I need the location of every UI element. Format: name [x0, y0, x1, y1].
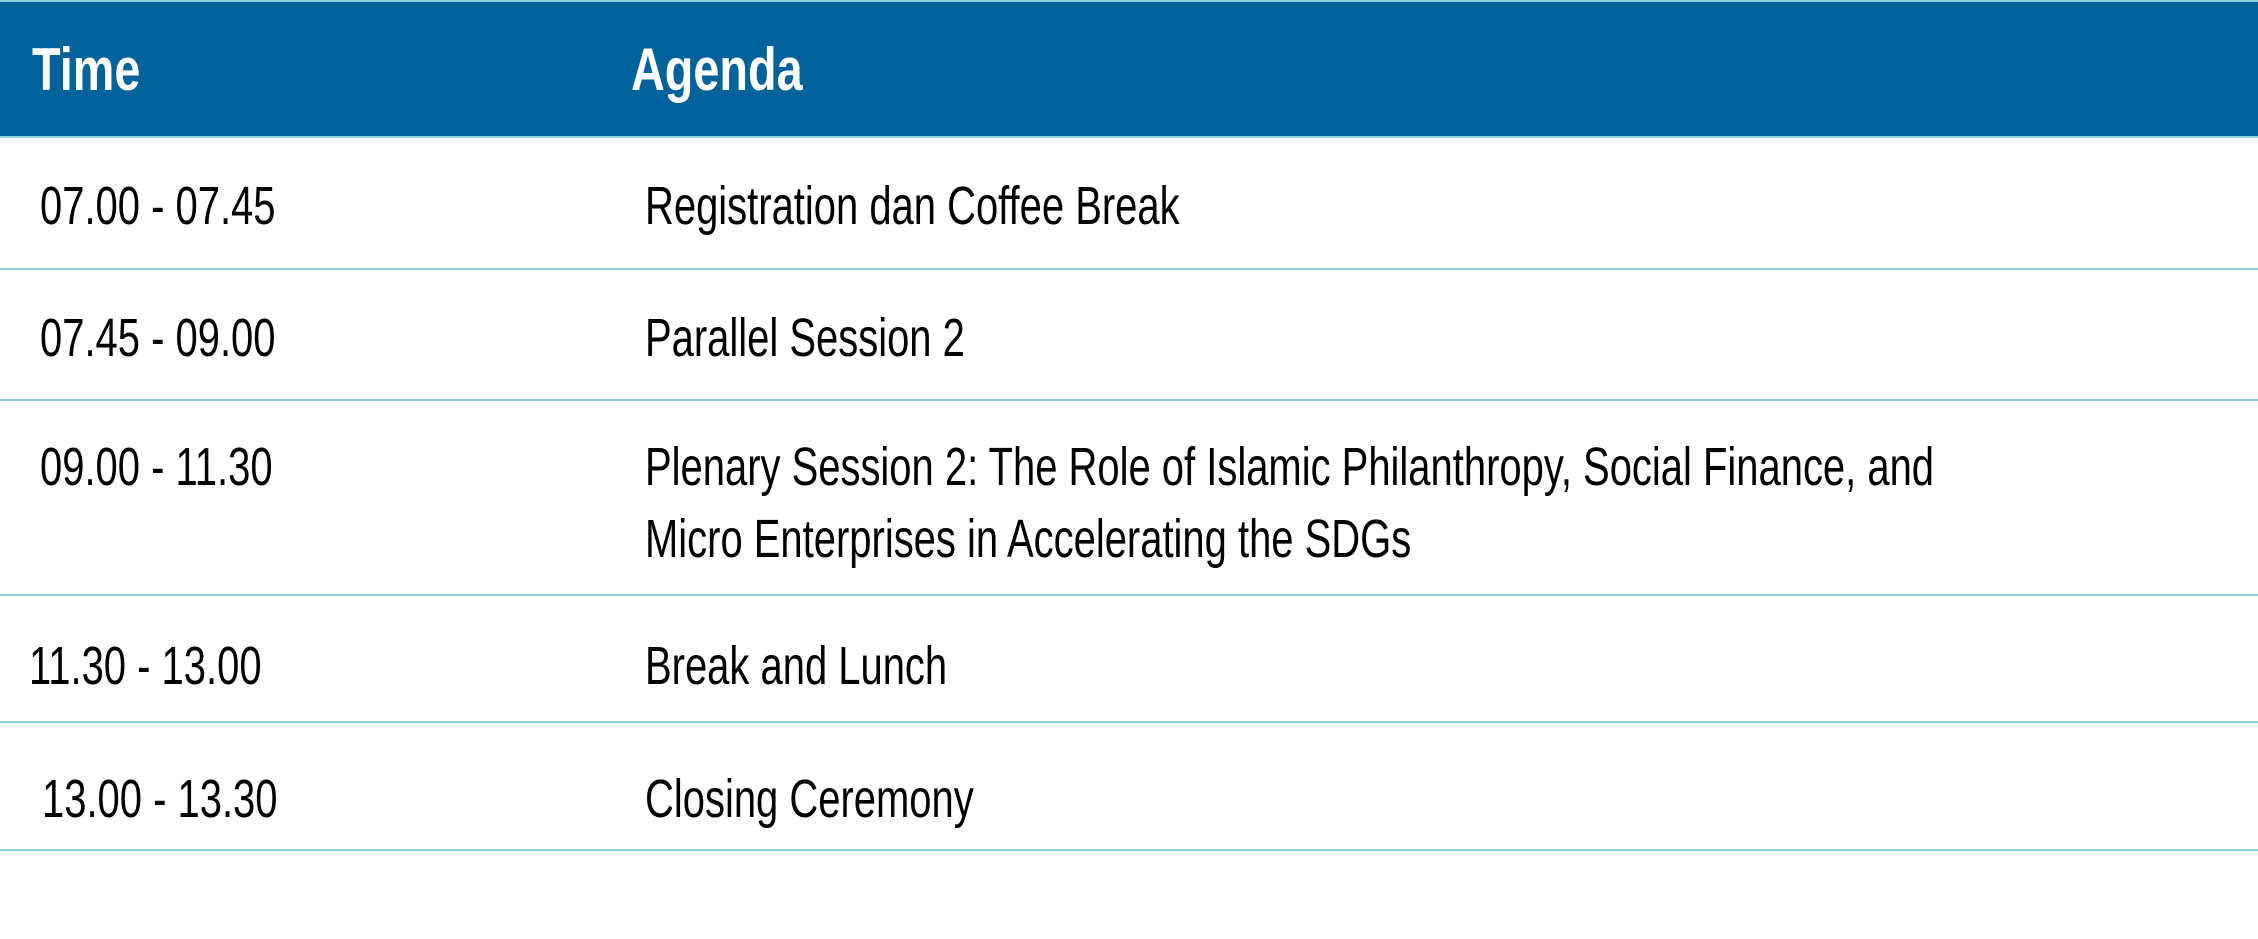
- time-cell: 13.00 - 13.30: [42, 769, 278, 829]
- agenda-cell: Plenary Session 2: The Role of Islamic P…: [645, 437, 1935, 569]
- time-cell: 11.30 - 13.00: [29, 636, 262, 696]
- table-row: 11.30 - 13.00 Break and Lunch: [0, 596, 2258, 723]
- header-time: Time: [32, 36, 141, 103]
- table-row: 07.00 - 07.45 Registration dan Coffee Br…: [0, 138, 2258, 270]
- table-header: Time Agenda: [0, 2, 2258, 138]
- agenda-cell: Break and Lunch: [645, 636, 948, 696]
- header-agenda: Agenda: [631, 36, 803, 103]
- table-row: 09.00 - 11.30 Plenary Session 2: The Rol…: [0, 401, 2258, 596]
- time-cell: 07.00 - 07.45: [40, 176, 276, 236]
- agenda-cell: Parallel Session 2: [645, 308, 965, 368]
- table-row: 13.00 - 13.30 Closing Ceremony: [0, 723, 2258, 851]
- table-top-border: [0, 0, 2258, 2]
- agenda-cell: Registration dan Coffee Break: [645, 176, 1180, 236]
- time-cell: 07.45 - 09.00: [40, 308, 276, 368]
- agenda-cell: Closing Ceremony: [645, 769, 974, 829]
- time-cell: 09.00 - 11.30: [40, 437, 273, 497]
- table-row: 07.45 - 09.00 Parallel Session 2: [0, 270, 2258, 401]
